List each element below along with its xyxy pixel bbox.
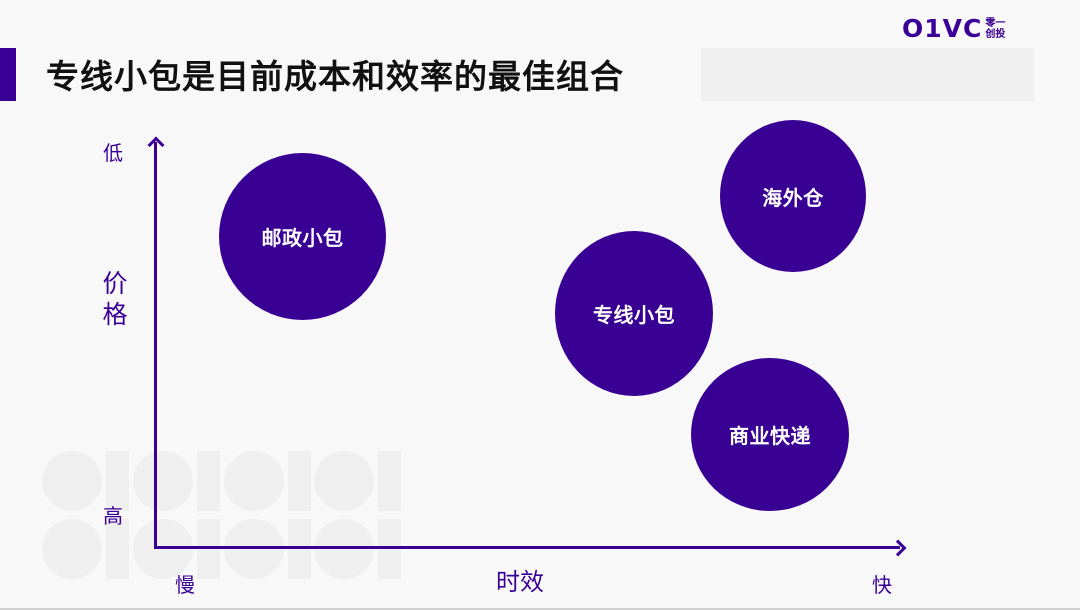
y-axis-top-label: 低 [103, 141, 123, 165]
title-placeholder-box [701, 48, 1034, 101]
brand-logo: O1VC 零一 创投 [902, 14, 1005, 44]
bubble-label: 商业快递 [729, 424, 811, 448]
x-axis-right-label: 快 [872, 573, 892, 597]
bubble-commercial-express: 商业快递 [691, 358, 849, 511]
bubble-label: 专线小包 [593, 303, 675, 327]
logo-cn-bottom: 创投 [985, 29, 1006, 40]
x-axis-arrow-icon [889, 539, 907, 556]
page-title: 专线小包是目前成本和效率的最佳组合 [46, 57, 624, 96]
y-axis-title: 价格 [102, 269, 128, 329]
y-axis-bottom-label: 高 [103, 504, 123, 528]
x-axis-title: 时效 [496, 568, 544, 596]
bubble-postal-parcel: 邮政小包 [219, 153, 386, 320]
bubble-label: 海外仓 [762, 185, 824, 210]
bubble-label: 邮政小包 [261, 226, 344, 250]
y-axis [154, 142, 157, 549]
bottom-border [0, 608, 1080, 610]
bubble-overseas-warehouse: 海外仓 [720, 120, 866, 272]
bubble-dedicated-line-parcel: 专线小包 [555, 231, 713, 396]
logo-cn-top: 零一 [985, 18, 1006, 29]
y-axis-arrow-icon [147, 136, 164, 154]
logo-chinese: 零一 创投 [985, 18, 1005, 40]
x-axis-left-label: 慢 [175, 573, 195, 597]
x-axis [154, 546, 900, 549]
logo-mark: O1VC [902, 14, 983, 43]
title-accent-bar [0, 48, 16, 101]
